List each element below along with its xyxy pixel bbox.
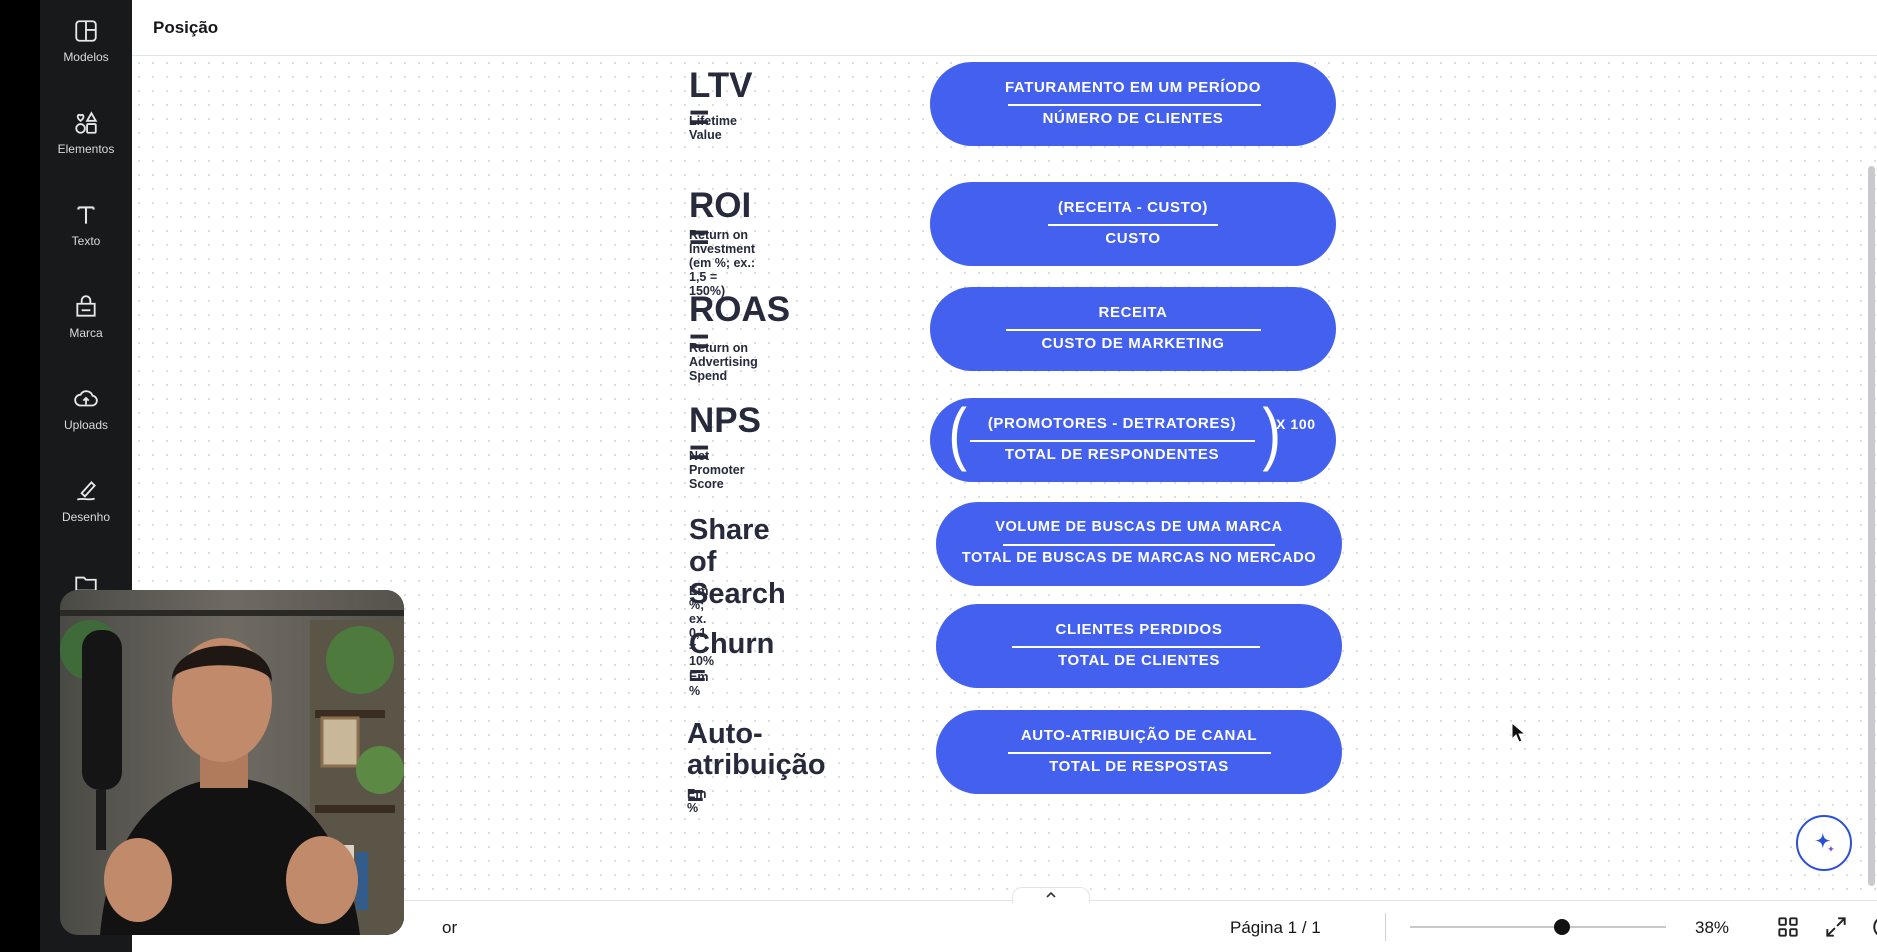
sidebar-item-label: Desenho bbox=[61, 510, 111, 524]
formula-multiplier: X 100 bbox=[1276, 416, 1316, 432]
sidebar-item-label: Elementos bbox=[57, 142, 115, 156]
metric-name: Churn = bbox=[689, 628, 775, 692]
fraction-bar bbox=[1048, 224, 1218, 226]
formula-pill-roi[interactable]: (RECEITA - CUSTO) CUSTO bbox=[930, 182, 1336, 266]
formula-numerator: CLIENTES PERDIDOS bbox=[1055, 621, 1223, 638]
sidebar-item-uploads[interactable]: Uploads bbox=[40, 368, 132, 448]
formula-numerator: (RECEITA - CUSTO) bbox=[1058, 199, 1208, 216]
metric-name: ROI = bbox=[689, 186, 752, 257]
metric-name: ROAS = bbox=[689, 290, 791, 361]
formula-denominator: TOTAL DE RESPOSTAS bbox=[1049, 758, 1229, 775]
formula-denominator: TOTAL DE RESPONDENTES bbox=[1004, 446, 1220, 463]
sparkle-icon bbox=[1814, 832, 1835, 853]
formula-numerator: (PROMOTORES - DETRATORES) bbox=[987, 415, 1237, 432]
sidebar-item-modelos[interactable]: Modelos bbox=[40, 0, 132, 80]
show-pages-toggle[interactable] bbox=[1012, 887, 1090, 903]
metric-description: Em % bbox=[687, 787, 707, 815]
metric-description: Return on Investment (em %; ex.: 1,5 = 1… bbox=[689, 228, 755, 298]
sidebar-item-marca[interactable]: Marca bbox=[40, 276, 132, 356]
sidebar-item-label: Marca bbox=[69, 326, 103, 340]
zoom-slider[interactable] bbox=[1410, 919, 1666, 935]
upload-cloud-icon bbox=[74, 390, 98, 407]
layout-icon bbox=[75, 20, 97, 42]
formula-numerator: RECEITA bbox=[1098, 304, 1168, 321]
metric-name: Auto- atribuição = bbox=[687, 718, 826, 812]
sidebar-item-texto[interactable]: Texto bbox=[40, 184, 132, 264]
position-panel-title[interactable]: Posição bbox=[153, 18, 219, 37]
right-parenthesis: ) bbox=[1262, 394, 1282, 472]
presenter-webcam-video bbox=[60, 590, 404, 935]
metric-description: Em %; ex. 0,1 = 10% bbox=[689, 584, 715, 668]
formula-numerator: AUTO-ATRIBUIÇÃO DE CANAL bbox=[1020, 727, 1258, 744]
left-parenthesis: ( bbox=[948, 394, 968, 472]
fraction-bar bbox=[1008, 104, 1261, 106]
formula-pill-share-of-search[interactable]: VOLUME DE BUSCAS DE UMA MARCA TOTAL DE B… bbox=[936, 502, 1342, 586]
metric-name: LTV = bbox=[689, 66, 753, 137]
fraction-bar bbox=[1012, 646, 1260, 648]
formula-pill-ltv[interactable]: FATURAMENTO EM UM PERÍODO NÚMERO DE CLIE… bbox=[930, 62, 1336, 146]
grid-view-icon[interactable] bbox=[1775, 914, 1801, 940]
formula-denominator: TOTAL DE BUSCAS DE MARCAS NO MERCADO bbox=[961, 550, 1317, 566]
text-icon bbox=[77, 206, 95, 224]
canva-editor: Modelos Elementos Texto Marca Uploads De… bbox=[40, 0, 1877, 952]
shapes-icon bbox=[75, 111, 98, 134]
formula-numerator: VOLUME DE BUSCAS DE UMA MARCA bbox=[995, 519, 1283, 535]
fraction-bar bbox=[1003, 544, 1275, 546]
mouse-cursor-icon bbox=[1511, 722, 1527, 743]
sidebar-item-desenho[interactable]: Desenho bbox=[40, 460, 132, 540]
page-indicator[interactable]: Página 1 / 1 bbox=[1230, 918, 1321, 937]
formula-numerator: FATURAMENTO EM UM PERÍODO bbox=[1004, 79, 1262, 96]
formula-denominator: NÚMERO DE CLIENTES bbox=[1042, 110, 1224, 127]
brand-icon bbox=[76, 295, 96, 317]
divider bbox=[1385, 913, 1386, 941]
sidebar-item-label: Uploads bbox=[63, 418, 109, 432]
metric-description: Em % bbox=[689, 670, 709, 698]
metric-name: NPS = bbox=[689, 401, 761, 472]
formula-pill-roas[interactable]: RECEITA CUSTO DE MARKETING bbox=[930, 287, 1336, 371]
help-icon[interactable] bbox=[1871, 914, 1877, 940]
magic-assistant-button[interactable] bbox=[1796, 815, 1852, 871]
bottom-status-bar: or Página 1 / 1 38% bbox=[132, 887, 1877, 952]
top-toolbar: Posição bbox=[132, 0, 1877, 56]
notes-label[interactable]: or bbox=[442, 918, 458, 937]
zoom-slider-handle[interactable] bbox=[1554, 919, 1571, 935]
formula-pill-auto-atribuicao[interactable]: AUTO-ATRIBUIÇÃO DE CANAL TOTAL DE RESPOS… bbox=[936, 710, 1342, 794]
fraction-bar bbox=[1006, 329, 1261, 331]
sidebar-item-label: Modelos bbox=[63, 50, 109, 64]
metric-description: Return on Advertising Spend bbox=[689, 341, 758, 383]
chevron-up-icon bbox=[1046, 891, 1056, 898]
fraction-bar bbox=[970, 440, 1255, 442]
zoom-slider-fill bbox=[1410, 926, 1563, 928]
formula-pill-nps[interactable]: ( (PROMOTORES - DETRATORES) TOTAL DE RES… bbox=[930, 398, 1336, 482]
presenter-video-frame bbox=[60, 590, 404, 935]
metric-description: Net Promoter Score bbox=[689, 449, 745, 491]
fraction-bar bbox=[1008, 752, 1271, 754]
design-canvas[interactable]: LTV = Lifetime Value FATURAMENTO EM UM P… bbox=[132, 56, 1877, 900]
sidebar-item-elementos[interactable]: Elementos bbox=[40, 92, 132, 172]
formula-denominator: CUSTO DE MARKETING bbox=[1041, 335, 1225, 352]
formula-denominator: CUSTO bbox=[1105, 230, 1161, 247]
metric-description: Lifetime Value bbox=[689, 114, 737, 142]
draw-icon bbox=[76, 480, 96, 501]
formula-denominator: TOTAL DE CLIENTES bbox=[1058, 652, 1220, 669]
formula-pill-churn[interactable]: CLIENTES PERDIDOS TOTAL DE CLIENTES bbox=[936, 604, 1342, 688]
metric-name: Share of Search bbox=[689, 514, 786, 610]
zoom-level[interactable]: 38% bbox=[1695, 918, 1730, 937]
fullscreen-icon[interactable] bbox=[1823, 914, 1849, 940]
scrollbar-thumb[interactable] bbox=[1868, 166, 1875, 886]
vertical-scrollbar[interactable] bbox=[1865, 56, 1877, 900]
sidebar-item-label: Texto bbox=[71, 234, 101, 248]
